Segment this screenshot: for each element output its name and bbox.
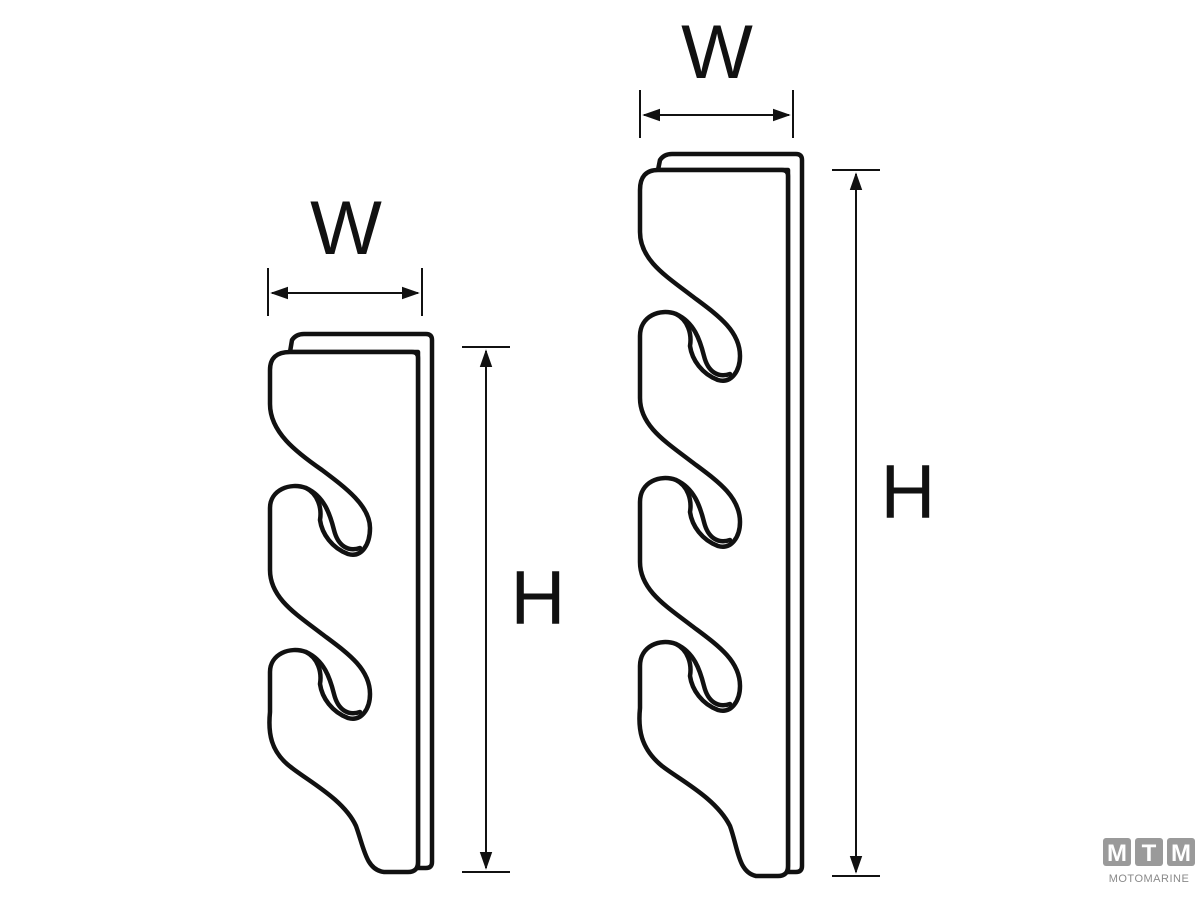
large-width-dimension: W (639, 10, 794, 138)
small-height-dimension: H (462, 346, 566, 873)
large-rod-holder (637, 151, 805, 879)
large-holder-back-plate (655, 151, 805, 875)
small-width-label: W (310, 186, 382, 271)
large-width-label: W (681, 10, 753, 95)
large-hook-2-groove (673, 477, 733, 544)
large-hook-3-groove (673, 641, 733, 708)
large-height-dimension: H (832, 169, 936, 877)
watermark-letter-1: M (1107, 840, 1127, 867)
small-hook-2-groove (303, 649, 363, 716)
small-holder-front-plate (267, 349, 421, 875)
watermark-box-3 (1167, 838, 1195, 866)
motomarine-watermark: M T M MOTOMARINE (1103, 838, 1195, 885)
watermark-box-1 (1103, 838, 1131, 866)
small-holder-back-plate (287, 331, 435, 871)
watermark-subtitle: MOTOMARINE (1109, 873, 1190, 885)
small-width-dimension: W (267, 186, 423, 316)
small-height-label: H (511, 556, 566, 641)
watermark-letter-3: M (1171, 840, 1191, 867)
large-height-label: H (881, 450, 936, 535)
watermark-letter-2: T (1142, 840, 1157, 867)
large-holder-front-plate (637, 167, 791, 879)
large-hook-1-groove (673, 311, 733, 378)
watermark-box-2 (1135, 838, 1163, 866)
small-hook-1-groove (303, 485, 363, 552)
small-rod-holder (267, 331, 435, 875)
